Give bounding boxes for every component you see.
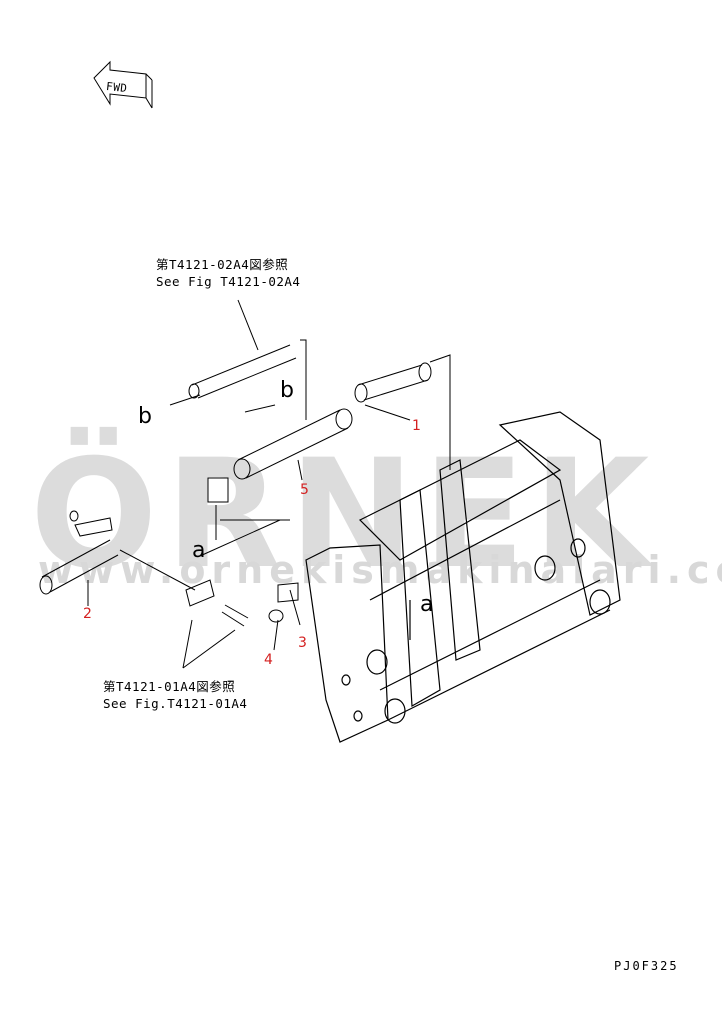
label-plate-part-3	[277, 582, 299, 603]
part-number-1[interactable]: 1	[412, 418, 421, 434]
leader-line	[300, 339, 307, 420]
part-number-3[interactable]: 3	[298, 635, 307, 651]
reference-note-jp-2: 第T4121-01A4図参照	[103, 679, 236, 694]
part-number-5[interactable]: 5	[300, 482, 309, 498]
reference-note-jp-1: 第T4121-02A4図参照	[156, 257, 289, 272]
part-number-2[interactable]: 2	[83, 606, 92, 622]
connection-letter-b: b	[138, 404, 152, 429]
plate	[185, 579, 215, 607]
fwd-label: FWD	[105, 79, 129, 96]
connection-letter-b: b	[280, 378, 294, 403]
pin-part-1	[354, 362, 432, 403]
connection-letter-a: a	[420, 592, 434, 617]
plug-part-4	[268, 609, 284, 623]
part-number-4[interactable]: 4	[264, 652, 273, 668]
rod-assembly	[188, 344, 297, 399]
cylinder-part-5	[207, 408, 353, 503]
pin-part-2	[39, 510, 119, 595]
watermark-brand: ÖRNEK	[30, 428, 658, 602]
leader-line	[237, 299, 259, 351]
drawing-code: PJ0F325	[614, 959, 679, 973]
reference-note-en-2[interactable]: See Fig.T4121-01A4	[103, 696, 248, 711]
fwd-arrow-icon	[93, 60, 153, 109]
connection-letter-a: a	[192, 538, 206, 563]
reference-note-en-1[interactable]: See Fig T4121-02A4	[156, 274, 301, 289]
quick-coupler-frame	[305, 411, 621, 743]
